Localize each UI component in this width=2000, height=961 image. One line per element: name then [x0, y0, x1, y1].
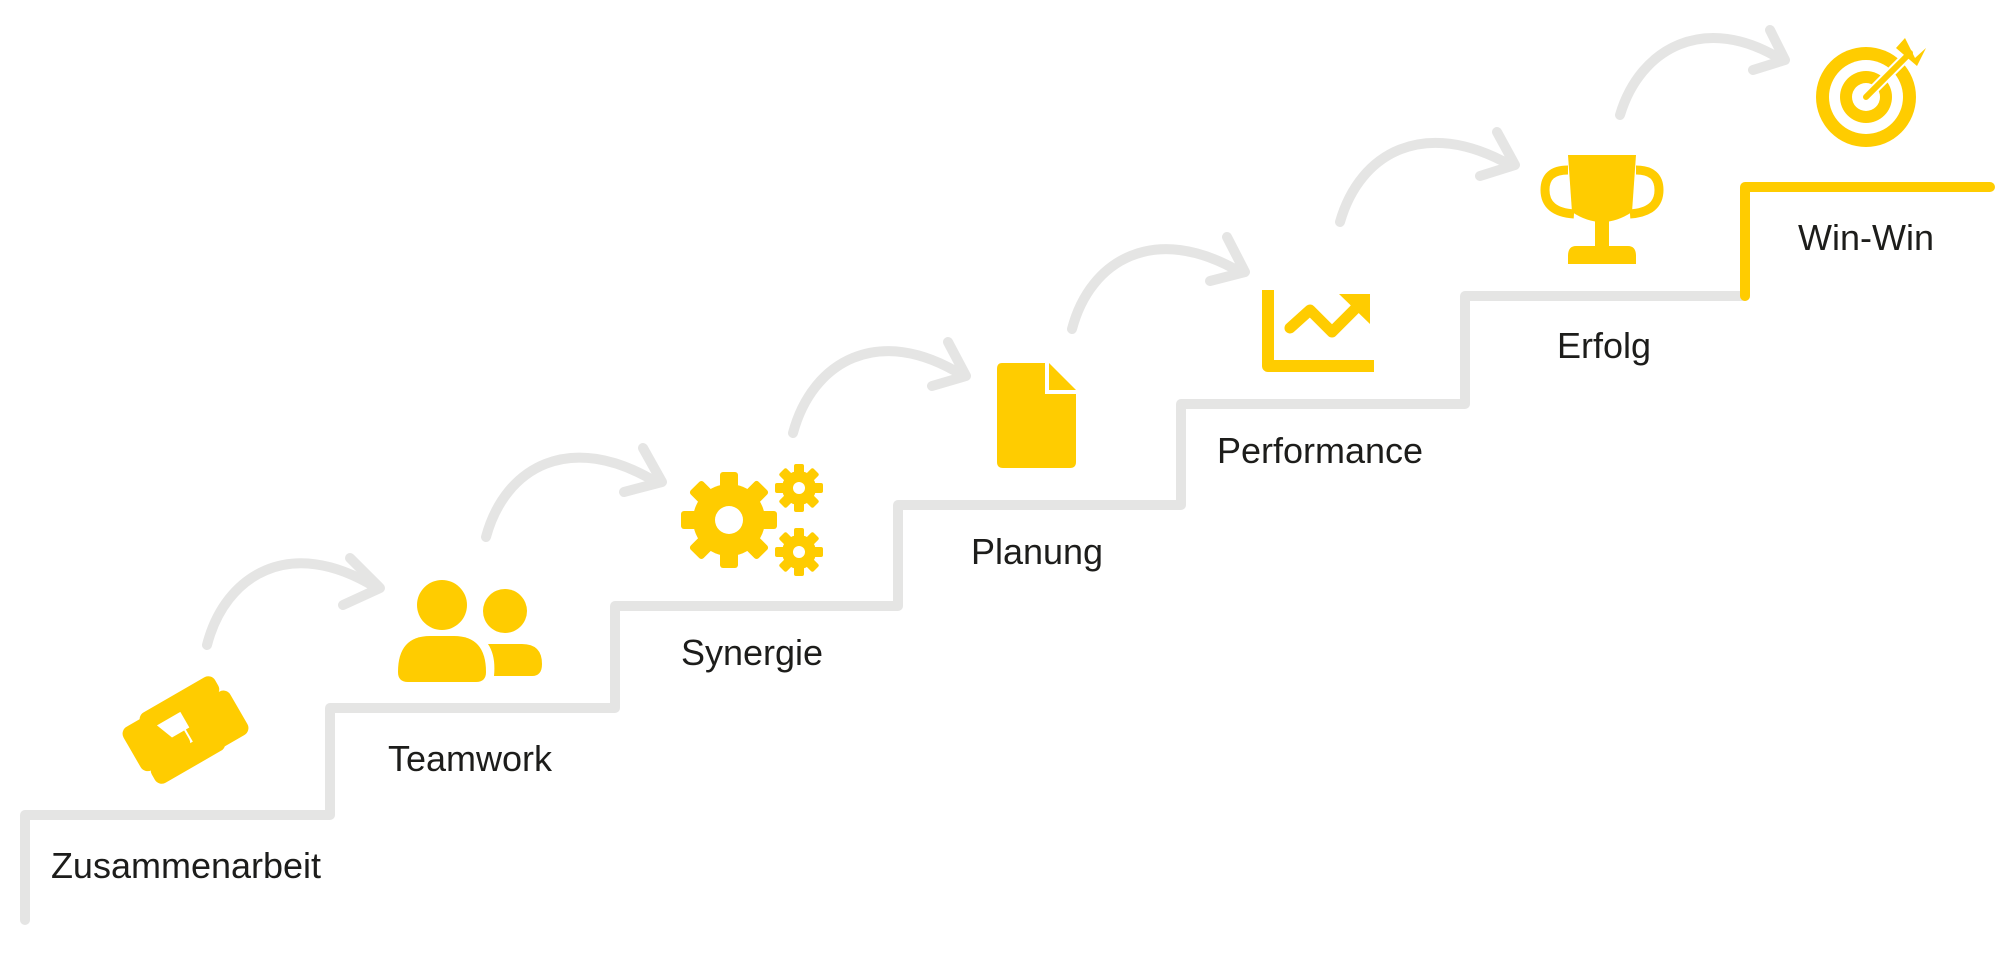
stair-track	[20, 291, 1750, 925]
chart-line-icon	[1262, 290, 1374, 372]
final-step-highlight	[1740, 182, 1995, 301]
step-label-performance: Performance	[1216, 430, 1424, 471]
arrow-6	[1615, 25, 1790, 120]
arrow-1	[202, 553, 385, 650]
progress-arrows	[202, 25, 1790, 650]
handshake-icon	[122, 676, 249, 784]
step-label-zusammenarbeit: Zusammenarbeit	[50, 845, 322, 886]
document-icon	[997, 363, 1076, 468]
step-label-teamwork: Teamwork	[387, 738, 553, 779]
arrow-2	[481, 443, 667, 542]
users-icon	[398, 580, 542, 682]
target-icon	[1816, 38, 1926, 147]
step-label-planung: Planung	[970, 531, 1104, 572]
step-label-synergie: Synergie	[680, 632, 824, 673]
arrow-4	[1067, 232, 1250, 334]
gears-icon	[681, 464, 823, 576]
step-label-win-win: Win-Win	[1798, 217, 1934, 258]
arrow-3	[788, 337, 971, 438]
arrow-5	[1335, 127, 1520, 227]
trophy-icon	[1540, 155, 1664, 264]
step-label-erfolg: Erfolg	[1556, 325, 1652, 366]
